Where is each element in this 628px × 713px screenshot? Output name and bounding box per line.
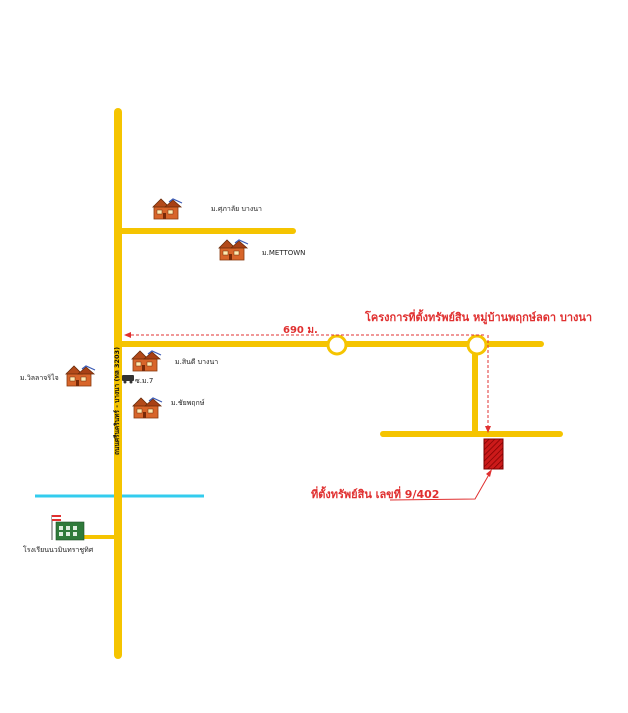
village-label-3: ม.สินดี บางนา [175,358,219,366]
school-icon [51,515,85,541]
school-label: โรงเรียนนวมินทราชูทิศ [23,546,94,554]
village-label-4: ม.วิลลาจริไจ [20,374,59,382]
alley-label: ซ.ม.7 [135,377,154,385]
alley-icon [122,375,134,384]
house-icon [152,198,183,220]
distance-arrowhead [124,332,131,338]
distance-label: 690 ม. [283,325,318,336]
property-pointer-head [486,469,492,477]
house-icon [132,397,163,419]
property-arrowhead [485,426,491,433]
property-label: ที่ตั้งทรัพย์สิน เลขที่ 9/402 [311,488,440,501]
property-marker [483,438,504,470]
roundabout-1 [326,334,348,356]
property-pointer [389,470,492,501]
house-icon [131,350,162,372]
roundabout-2 [466,334,488,356]
village-label-1: ม.ศุภาลัย บางนา [211,205,262,213]
village-label-2: ม.METTOWN [262,249,306,257]
village-label-5: ม.ชัยพฤกษ์ [171,399,205,407]
house-icon [65,365,96,387]
project-title: โครงการที่ตั้งทรัพย์สิน หมู่บ้านพฤกษ์ลดา… [365,311,593,324]
house-icon [218,239,249,261]
main-road-label: ถนนศรีนครินทร์ - บางนา (ทล 3203) [113,346,121,455]
